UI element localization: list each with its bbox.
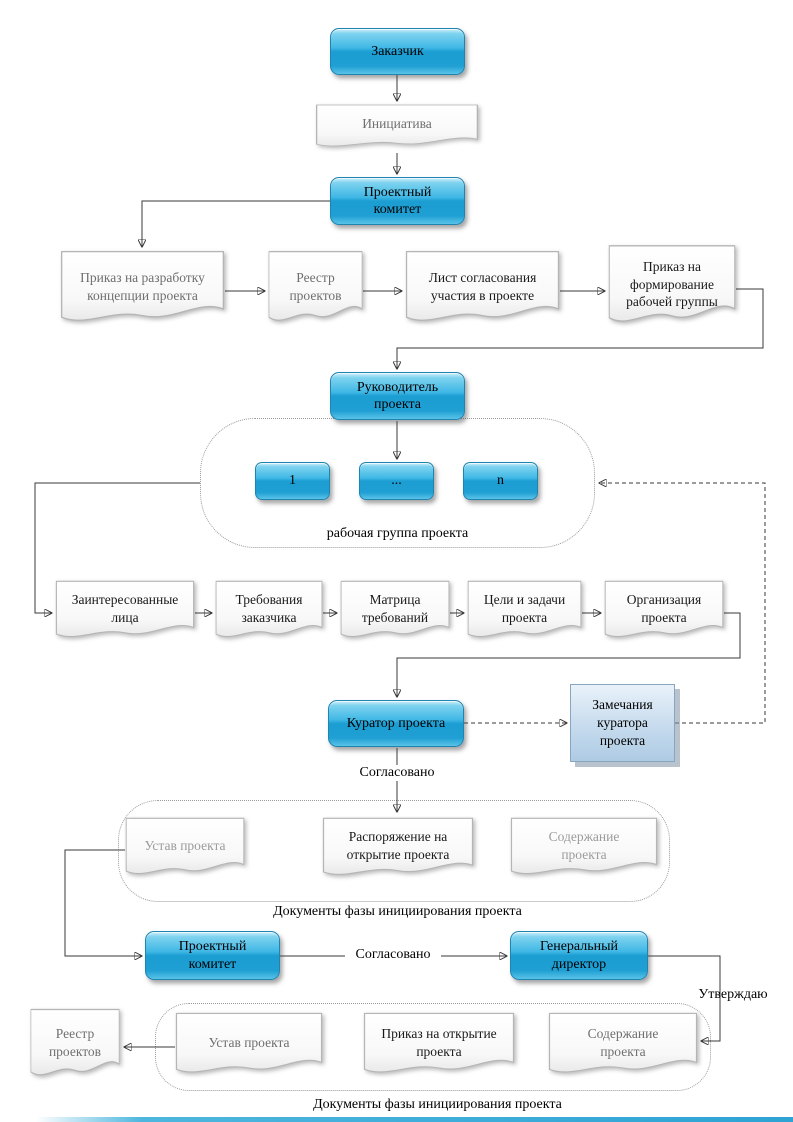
doc-registry2-label: Реестр проектов	[48, 1025, 102, 1059]
node-general-director: Генеральный директор	[510, 931, 648, 980]
workgroup-caption: рабочая группа проекта	[326, 526, 469, 541]
member-n-label: n	[497, 473, 504, 489]
node-member-1: 1	[255, 462, 330, 500]
document-shape	[215, 580, 323, 638]
doc-order-open2-label: Приказ на открытие проекта	[381, 1025, 497, 1059]
phase1-caption: Документы фазы инициирования проекта	[273, 904, 522, 919]
node-project-manager: Руководитель проекта	[330, 372, 465, 420]
node-curator-label: Куратор проекта	[346, 715, 446, 731]
document-shape	[405, 250, 560, 321]
node-committee1-label: Проектный комитет	[363, 184, 432, 217]
arrow-director-content2	[648, 955, 721, 1041]
document-shape	[467, 580, 582, 638]
node-curator-remarks: Замечания куратора проекта	[570, 684, 675, 762]
doc-content-1: Содержание проекта	[510, 817, 658, 883]
doc-org-label: Организация проекта	[626, 591, 702, 625]
node-project-committee-2: Проектный комитет	[145, 931, 280, 980]
doc-organization: Организация проекта	[604, 580, 724, 646]
document-shape	[175, 1012, 323, 1073]
doc-concept-label: Приказ на разработку концепции проекта	[80, 269, 205, 303]
member-dots-label: ...	[391, 473, 402, 489]
arrow-order-manager	[397, 288, 764, 369]
doc-content1-label: Содержание проекта	[548, 828, 620, 862]
doc-opening-directive: Распоряжение на открытие проекта	[322, 817, 474, 884]
doc-opening-order: Приказ на открытие проекта	[363, 1012, 515, 1082]
doc-customer-req-label: Требования заказчика	[235, 591, 303, 625]
phase1-docs-container	[118, 800, 670, 902]
doc-content2-label: Содержание проекта	[587, 1025, 659, 1059]
doc-requirements-matrix: Матрица требований	[340, 580, 450, 646]
bottom-accent-bar	[36, 1117, 793, 1122]
document-shape	[268, 250, 363, 321]
document-shape	[60, 250, 225, 321]
arrow-organization-curator	[397, 612, 741, 697]
doc-charter-1: Устав проекта	[125, 817, 245, 883]
document-shape	[55, 580, 195, 638]
node-manager-label: Руководитель проекта	[356, 379, 439, 412]
doc-registry1-label: Реестр проектов	[289, 269, 342, 303]
agreed-label-2: Согласовано	[345, 947, 441, 963]
doc-initiative: Инициатива	[315, 104, 479, 153]
doc-charter2-label: Устав проекта	[208, 1034, 290, 1050]
node-member-n: n	[463, 462, 538, 500]
document-shape	[510, 817, 658, 875]
document-shape	[548, 1012, 698, 1073]
node-director-label: Генеральный директор	[539, 939, 619, 972]
member-1-label: 1	[289, 473, 296, 489]
doc-sheet-label: Лист согласования участия в проекте	[428, 269, 537, 303]
doc-goals-label: Цели и задачи проекта	[483, 591, 566, 625]
phase2-caption: Документы фазы инициирования проекта	[313, 1097, 562, 1112]
node-project-committee-1: Проектный комитет	[330, 177, 465, 225]
doc-projects-registry-2: Реестр проектов	[30, 1008, 120, 1086]
document-shape	[125, 817, 245, 875]
doc-customer-requirements: Требования заказчика	[215, 580, 323, 646]
doc-initiative-label: Инициатива	[362, 116, 432, 132]
doc-form-order-label: Приказ на формирование рабочей группы	[626, 259, 718, 310]
node-customer-label: Заказчик	[371, 43, 424, 59]
document-shape	[340, 580, 450, 638]
document-shape	[604, 580, 724, 638]
remarks-label: Замечания куратора проекта	[592, 696, 653, 749]
doc-stakeholders-label: Заинтересованные лица	[71, 591, 179, 625]
doc-matrix-label: Матрица требований	[361, 591, 429, 625]
doc-goals: Цели и задачи проекта	[467, 580, 582, 646]
doc-workgroup-order: Приказ на формирование рабочей группы	[608, 244, 736, 334]
doc-order-open1-label: Распоряжение на открытие проекта	[346, 829, 450, 862]
doc-stakeholders: Заинтересованные лица	[55, 580, 195, 646]
document-shape	[363, 1012, 515, 1073]
node-committee2-label: Проектный комитет	[178, 939, 247, 972]
approve-label: Утверждаю	[698, 987, 768, 1002]
node-curator: Куратор проекта	[328, 700, 464, 747]
arrow-committee-concept	[142, 200, 330, 247]
arrow-charter-committee2	[64, 849, 142, 956]
doc-content-2: Содержание проекта	[548, 1012, 698, 1082]
arrow-workgroup-stakeholders	[34, 482, 200, 613]
node-member-dots: ...	[359, 462, 434, 500]
doc-concept-order: Приказ на разработку концепции проекта	[60, 250, 225, 332]
doc-charter1-label: Устав проекта	[144, 837, 226, 853]
document-shape	[608, 245, 736, 322]
doc-projects-registry-1: Реестр проектов	[268, 250, 363, 332]
arrow-remarks-workgroup-dashed	[599, 483, 766, 724]
document-shape	[322, 817, 474, 875]
agreed-label-1: Согласовано	[343, 765, 451, 781]
document-shape	[30, 1008, 120, 1076]
doc-participation-sheet: Лист согласования участия в проекте	[405, 250, 560, 332]
node-customer: Заказчик	[330, 28, 465, 75]
document-shape	[315, 104, 479, 147]
doc-charter-2: Устав проекта	[175, 1012, 323, 1082]
